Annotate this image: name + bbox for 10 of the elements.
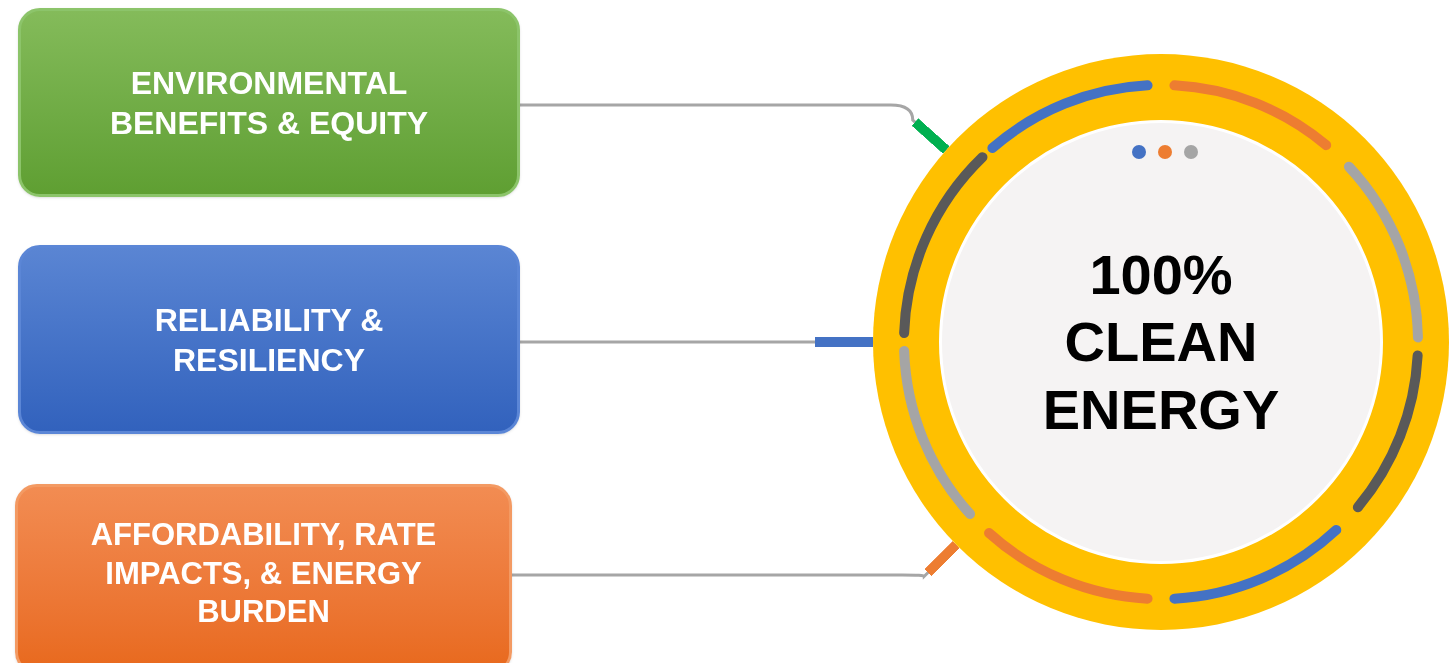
center-title: 100% CLEAN ENERGY [1041, 242, 1281, 443]
category-box [18, 245, 520, 434]
box-label: RELIABILITY & RESILIENCY [153, 300, 385, 380]
category-box [18, 8, 520, 197]
box-label: ENVIRONMENTAL BENEFITS & EQUITY [108, 63, 430, 143]
category-box [15, 484, 512, 663]
box-label: AFFORDABILITY, RATE IMPACTS, & ENERGY BURDEN [89, 515, 438, 632]
connector-line [520, 337, 873, 347]
connector-line [512, 541, 960, 578]
connector-line [520, 103, 950, 154]
